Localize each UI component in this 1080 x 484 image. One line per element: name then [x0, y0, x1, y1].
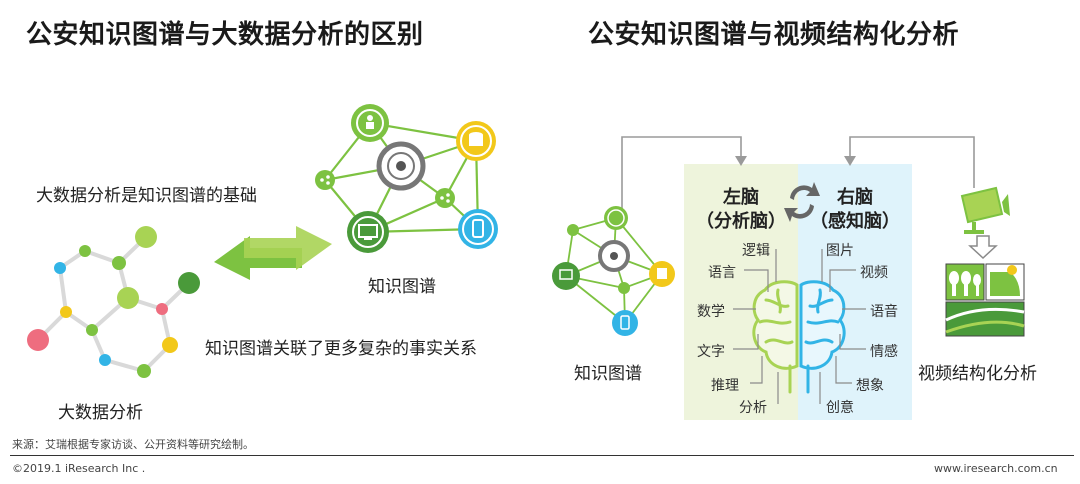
website: www.iresearch.com.cn	[934, 462, 1058, 475]
copyright: ©2019.1 iResearch Inc .	[12, 462, 146, 475]
label-knowledge-graph-left: 知识图谱	[368, 277, 436, 297]
left-brain-item: 逻辑	[742, 243, 770, 259]
left-panel-title: 公安知识图谱与大数据分析的区别	[26, 20, 424, 50]
swap-arrows-icon	[784, 182, 820, 222]
caption-kg-relations: 知识图谱关联了更多复杂的事实关系	[205, 339, 477, 359]
kg-network-nodes	[315, 104, 498, 253]
right-brain-item: 情感	[870, 344, 898, 360]
camera-icon	[960, 186, 1010, 234]
flow-arrowhead-right	[844, 156, 856, 166]
left-brain-item: 文字	[697, 344, 725, 360]
exchange-arrow-icon	[214, 226, 332, 280]
down-arrow-icon	[968, 235, 998, 260]
source-note: 来源：艾瑞根据专家访谈、公开资料等研究绘制。	[12, 438, 254, 451]
label-big-data-analysis: 大数据分析	[58, 403, 143, 423]
flow-arrowhead-left	[735, 156, 747, 166]
left-brain-leaders	[733, 249, 779, 404]
right-panel-title: 公安知识图谱与视频结构化分析	[588, 20, 960, 50]
right-brain-item: 创意	[826, 400, 854, 416]
left-brain-item: 语言	[708, 265, 736, 281]
left-brain-item: 分析	[739, 400, 767, 416]
flow-lines	[621, 136, 975, 224]
video-structure-icon	[945, 263, 1025, 337]
right-brain-item: 视频	[860, 265, 888, 281]
caption-bigdata-basis: 大数据分析是知识图谱的基础	[36, 186, 257, 206]
left-brain-item: 推理	[711, 378, 739, 394]
label-knowledge-graph-right: 知识图谱	[574, 364, 642, 384]
right-brain-leaders	[819, 249, 866, 404]
label-video-structured-analysis: 视频结构化分析	[918, 364, 1037, 384]
brain-icon	[752, 280, 846, 394]
right-brain-item: 图片	[826, 243, 854, 259]
kg-small-nodes	[552, 206, 675, 336]
right-brain-item: 语音	[870, 304, 898, 320]
right-brain-item: 想象	[856, 378, 884, 394]
left-brain-title: 左脑 （分析脑）	[696, 187, 786, 232]
bigdata-nodes	[27, 226, 200, 378]
right-brain-title: 右脑 （感知脑）	[810, 187, 900, 232]
footer-divider	[10, 455, 1074, 456]
left-brain-item: 数学	[697, 304, 725, 320]
